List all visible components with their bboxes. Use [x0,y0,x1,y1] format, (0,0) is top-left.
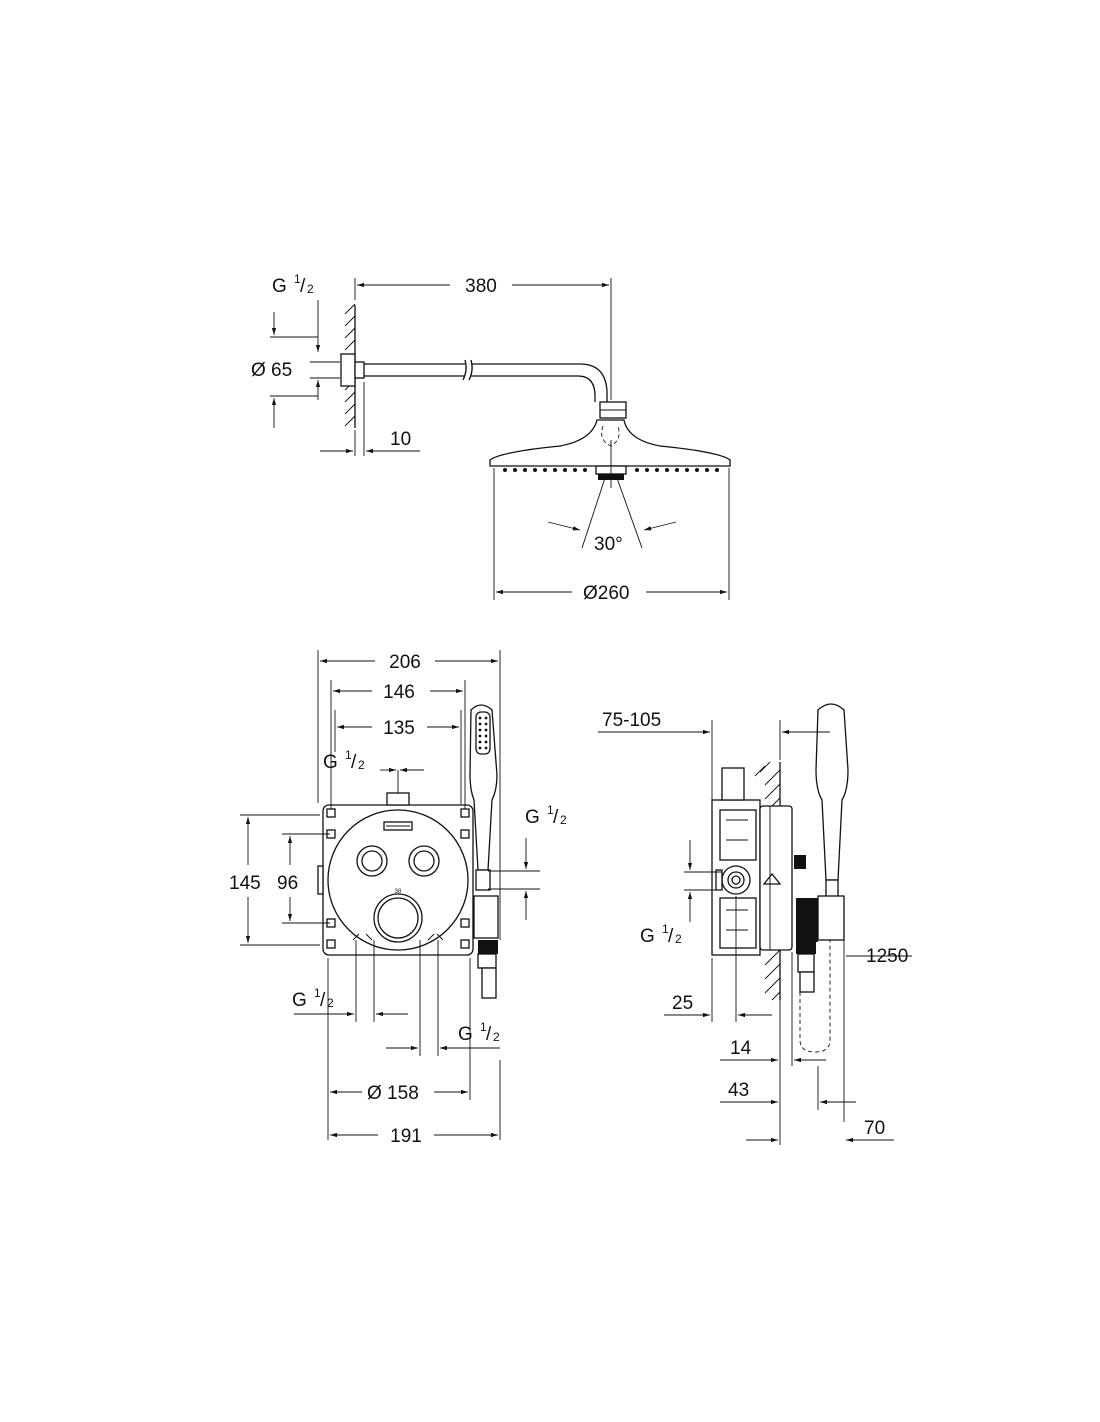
svg-text:38: 38 [395,889,402,895]
dim-width-mid: 146 [383,682,415,703]
thread-num-right: 1 [547,803,554,817]
thread-label-top: G [323,752,338,773]
dim-head-diameter: Ø260 [583,583,629,604]
dim-width-inner: 135 [383,718,415,739]
thread-den-head: 2 [307,282,314,296]
front-view: 38 206 [229,650,567,1147]
dim-spray-angle: 30° [594,534,623,555]
dim-depth-14: 14 [730,1038,752,1059]
dim-arm-projection: 380 [465,276,497,297]
shower-head-body [489,419,731,467]
cover-plate [327,809,469,951]
thread-den-right: 2 [560,813,567,827]
dim-depth-43: 43 [728,1080,749,1101]
thread-den-bottom-right: 2 [493,1030,500,1044]
thread-num-bottom-left: 1 [314,986,321,1000]
thread-label-right: G [525,807,540,828]
thread-den-side: 2 [675,932,682,946]
thread-slash-head: / [300,276,306,297]
dim-base-width: 191 [390,1126,422,1147]
push-button-right [408,845,440,877]
hand-shower [469,704,499,999]
side-inlet [715,865,751,895]
dim-plate-diameter: Ø 158 [367,1083,419,1104]
thread-num-head: 1 [294,272,301,286]
push-button-left [356,845,388,877]
thread-den-bottom-left: 2 [327,996,334,1010]
dim-wall-offset: 10 [390,429,411,450]
thread-slash-top: / [351,752,357,773]
dim-width-outer: 206 [389,652,421,673]
thread-slash-bottom-right: / [486,1024,492,1045]
thread-slash-right: / [553,807,559,828]
shower-head-view: 380 G 1 / 2 Ø 65 10 30° Ø260 [251,272,731,604]
thread-label-bottom-right: G [458,1024,473,1045]
dim-hose-length: 1250 [866,946,908,967]
hand-shower-side [796,703,849,1053]
dim-depth-25: 25 [672,993,693,1014]
dim-flange-diameter: Ø 65 [251,360,292,381]
thermostat-knob: 38 [373,889,423,943]
valve-internals [719,809,757,949]
dim-install-depth: 75-105 [602,710,661,731]
nozzle-dots [503,468,719,472]
side-view: 75-105 G 1 / 2 1250 25 14 43 70 [598,703,912,1145]
shower-arm [364,363,465,377]
thread-label-side: G [640,926,655,947]
thread-num-side: 1 [662,922,669,936]
dim-height-outer: 145 [229,873,261,894]
thread-label-head: G [272,276,287,297]
side-wall-hatching [754,761,781,1001]
thread-slash-side: / [668,926,674,947]
wall-flange [340,353,356,387]
thread-label-bottom-left: G [292,990,307,1011]
dim-height-inner: 96 [277,873,298,894]
dim-depth-70: 70 [864,1118,885,1139]
thread-den-top: 2 [358,758,365,772]
thread-num-top: 1 [345,748,352,762]
thread-slash-bottom-left: / [320,990,326,1011]
thread-num-bottom-right: 1 [480,1020,487,1034]
